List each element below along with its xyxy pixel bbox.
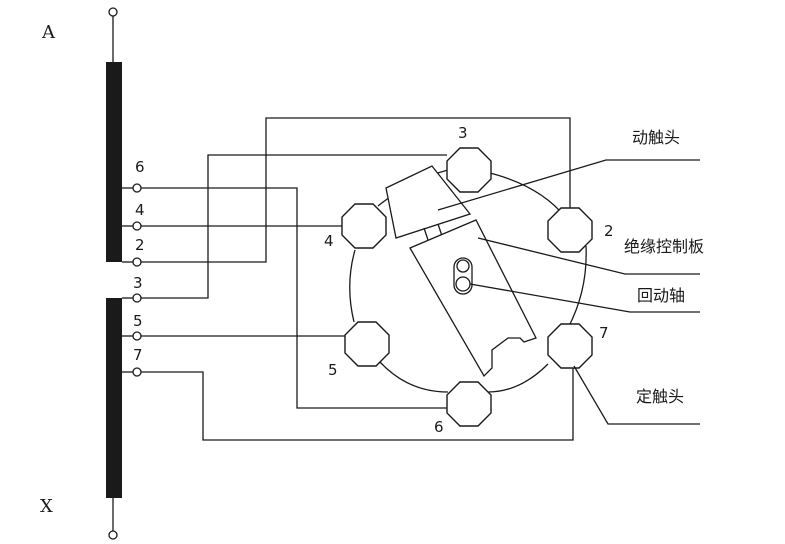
ring-arc-3-2: [485, 171, 567, 219]
tap-6-terminal: [132, 183, 142, 193]
insulating-plate-body: [409, 219, 537, 378]
return-shaft-pin-upper: [456, 259, 470, 273]
tap-4-terminal: [132, 221, 142, 231]
leader-moving-contact: [437, 159, 700, 211]
callout-fixed-contact: 定触头: [636, 387, 684, 406]
tap-terminals: [122, 183, 142, 377]
return-shaft: [453, 257, 473, 295]
leader-fixed-contact: [573, 365, 700, 425]
tap-2-terminal: [132, 257, 142, 267]
coil-lower: [106, 298, 122, 498]
contact-5: [344, 321, 390, 367]
contact-7: [547, 323, 593, 369]
label-a: A: [41, 22, 56, 43]
contact-label-3: 3: [458, 124, 468, 142]
contact-3: [446, 147, 492, 193]
tap-7-terminal: [132, 367, 142, 377]
leader-lines: [437, 159, 700, 425]
leader-return-shaft: [469, 283, 700, 313]
contact-label-7: 7: [599, 324, 609, 342]
wire-tap-6: [141, 187, 448, 409]
contact-label-4: 4: [324, 232, 334, 250]
ring-arc-5-4: [349, 249, 356, 323]
insulating-plate: [409, 219, 537, 378]
ring-arc-6-5: [379, 361, 449, 393]
callout-moving-contact: 动触头: [632, 128, 680, 147]
contact-2: [547, 207, 593, 253]
ring-arc-7-6: [487, 363, 549, 393]
tap-label-4: 4: [135, 201, 145, 219]
ring-arc-2-7: [567, 245, 587, 329]
tap-5-terminal: [132, 331, 142, 341]
fixed-contacts: [341, 147, 593, 427]
contact-label-5: 5: [328, 361, 338, 379]
label-x: X: [40, 496, 53, 517]
return-shaft-pin: [455, 276, 471, 292]
callout-insulating-plate: 绝缘控制板: [624, 237, 704, 256]
callout-return-shaft: 回动轴: [637, 286, 685, 305]
tap-label-2: 2: [135, 236, 145, 254]
winding: [106, 7, 122, 540]
tap-label-5: 5: [133, 312, 143, 330]
contact-label-2: 2: [604, 222, 614, 240]
leader-insulating-plate: [477, 237, 700, 275]
coil-upper: [106, 62, 122, 262]
tap-label-3: 3: [133, 274, 143, 292]
wire-tap-2: [141, 117, 571, 263]
wiring: [141, 117, 574, 441]
tap-label-6: 6: [135, 158, 145, 176]
tap-label-7: 7: [133, 346, 143, 364]
contact-label-6: 6: [434, 418, 444, 436]
moving-contact-body: [385, 165, 472, 239]
terminal-a: [108, 7, 118, 17]
wire-tap-7: [141, 368, 574, 441]
contact-4: [341, 203, 387, 249]
tap-3-terminal: [132, 293, 142, 303]
contact-6: [446, 381, 492, 427]
terminal-x: [108, 530, 118, 540]
